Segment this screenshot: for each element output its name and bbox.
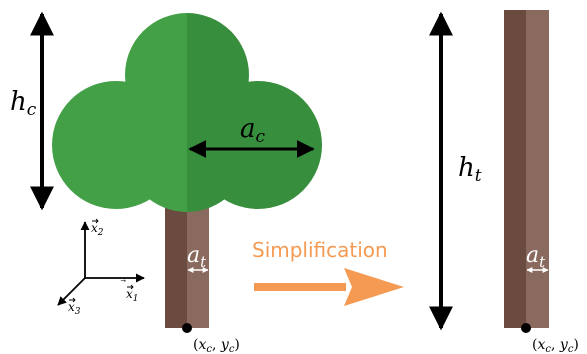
coordinate-axes: x1 ⃗ x2 x3: [58, 219, 144, 317]
tree-crown: [52, 13, 322, 212]
tree-height-label: ht: [458, 153, 482, 186]
axis-x1-vector-mark: ⃗: [120, 279, 126, 282]
simplification-label: Simplification: [252, 238, 388, 262]
tree-base-point: [182, 323, 192, 333]
axis-x1-label: x1: [126, 287, 139, 304]
simplified-base-coordinate-label: (xc, yc): [532, 337, 579, 354]
tree-base-coordinate-label: (xc, yc): [193, 337, 240, 354]
axis-x2-label: x2: [91, 221, 104, 238]
simplified-base-point: [521, 323, 531, 333]
detailed-tree: hc ac at (xc, yc): [10, 13, 322, 354]
simplification-arrow: Simplification: [252, 238, 404, 306]
simplified-trunk: [504, 10, 549, 328]
simplified-tree: ht at (xc, yc): [441, 10, 579, 354]
axis-x3-label: x3: [68, 300, 81, 317]
crown-height-label: hc: [10, 87, 37, 120]
